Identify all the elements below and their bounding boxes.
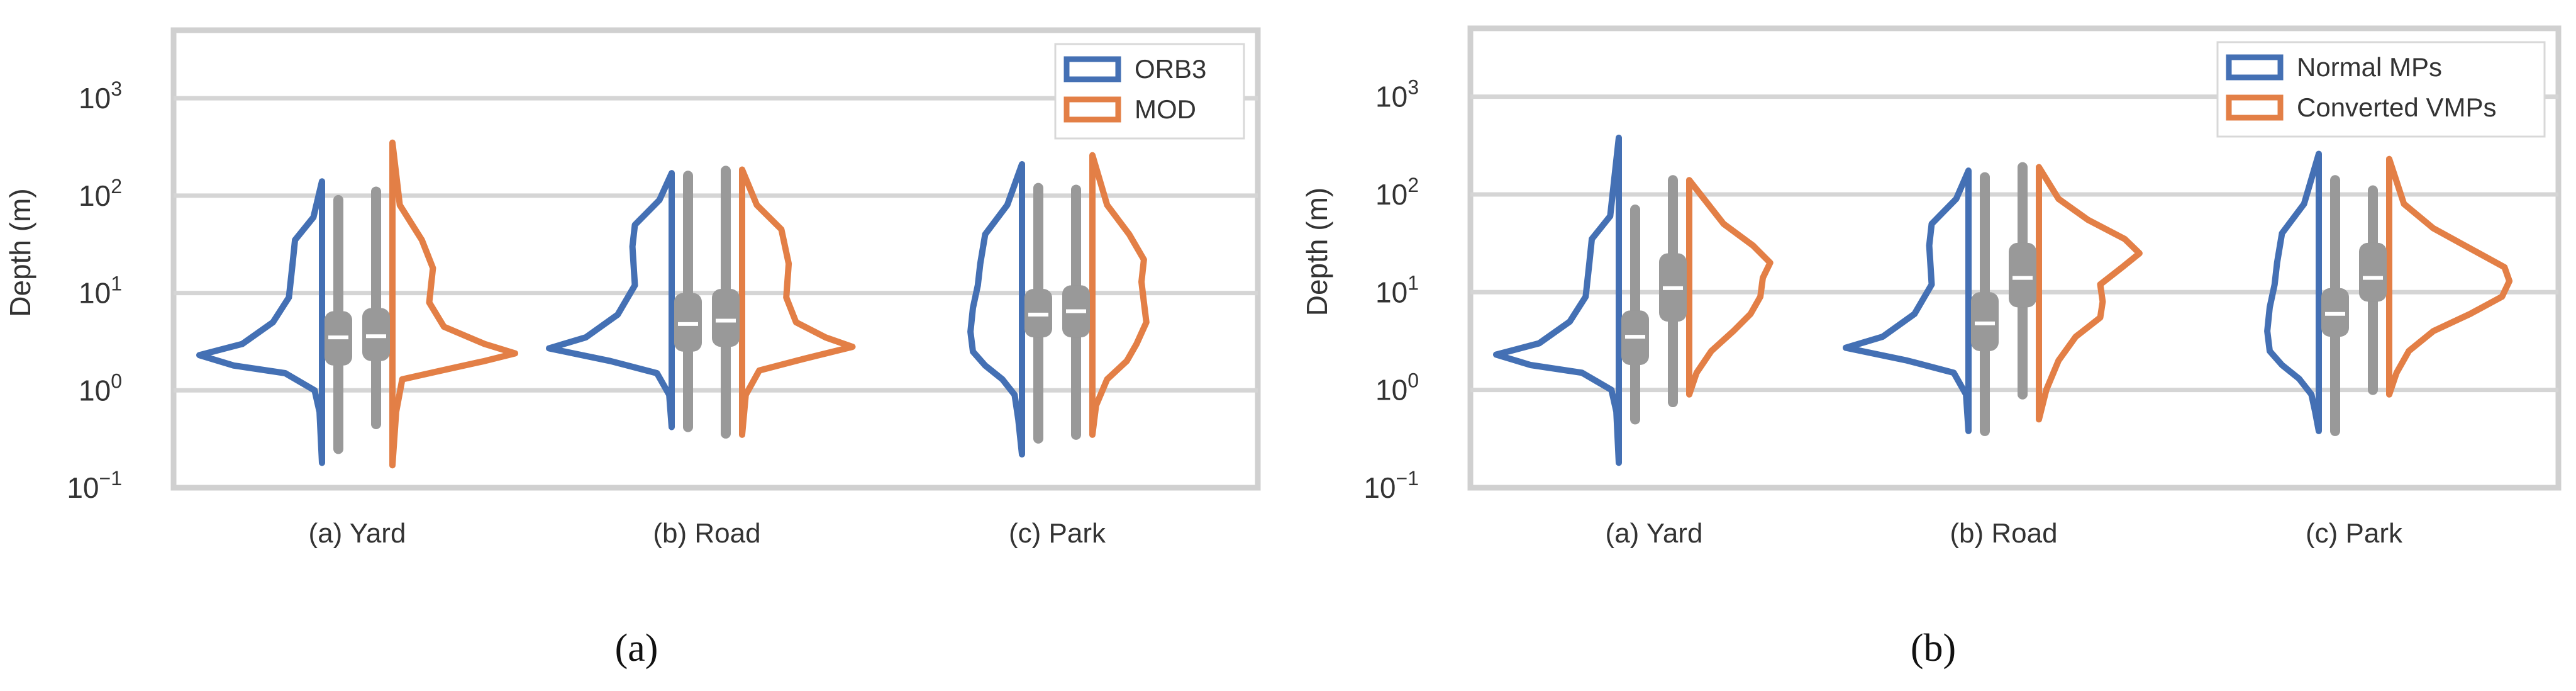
y-tick-label: 100	[79, 369, 122, 407]
legend-label: Converted VMPs	[2297, 93, 2496, 122]
x-tick-label: (a) Yard	[1606, 518, 1703, 549]
legend-label: MOD	[1135, 94, 1196, 124]
y-tick-label: 10−1	[1363, 467, 1419, 504]
legend-label: Normal MPs	[2297, 52, 2442, 82]
violin-right	[389, 139, 518, 469]
quartile-box	[2359, 242, 2387, 302]
violin-left	[546, 170, 675, 430]
legend-swatch	[1063, 96, 1121, 123]
violin-left	[967, 161, 1025, 458]
panel-caption: (a)	[615, 627, 658, 670]
violin-right	[2036, 164, 2143, 423]
violin-right	[1686, 177, 1774, 398]
quartile-box	[2009, 242, 2036, 308]
violin-right	[1089, 152, 1150, 438]
x-tick-label: (c) Park	[2306, 518, 2403, 549]
y-tick-label: 102	[79, 175, 122, 212]
y-tick-label: 101	[1375, 271, 1419, 308]
y-tick-label: 101	[79, 272, 122, 310]
violin-left	[196, 178, 325, 466]
legend-label: ORB3	[1135, 54, 1206, 84]
x-tick-label: (b) Road	[1950, 518, 2057, 549]
panel-caption: (b)	[1911, 627, 1956, 670]
legend-swatch	[2226, 54, 2284, 81]
x-tick-label: (c) Park	[1009, 518, 1106, 549]
x-tick-label: (b) Road	[653, 518, 760, 549]
violin-left	[1843, 167, 1972, 434]
y-tick-label: 103	[1375, 76, 1419, 113]
y-tick-label: 10−1	[67, 467, 122, 504]
y-axis-label: Depth (m)	[4, 188, 36, 317]
violin-right	[739, 166, 856, 438]
x-tick-label: (a) Yard	[309, 518, 406, 549]
quartile-box	[712, 289, 740, 347]
y-tick-label: 100	[1375, 369, 1419, 407]
legend-swatch	[1063, 56, 1121, 82]
legend-swatch	[2226, 94, 2284, 121]
violin-left	[2264, 150, 2322, 434]
y-axis-label: Depth (m)	[1301, 188, 1333, 316]
violin-left	[1493, 134, 1622, 466]
violin-right	[2386, 155, 2513, 398]
y-tick-label: 102	[1375, 174, 1419, 211]
y-tick-label: 103	[79, 77, 122, 115]
